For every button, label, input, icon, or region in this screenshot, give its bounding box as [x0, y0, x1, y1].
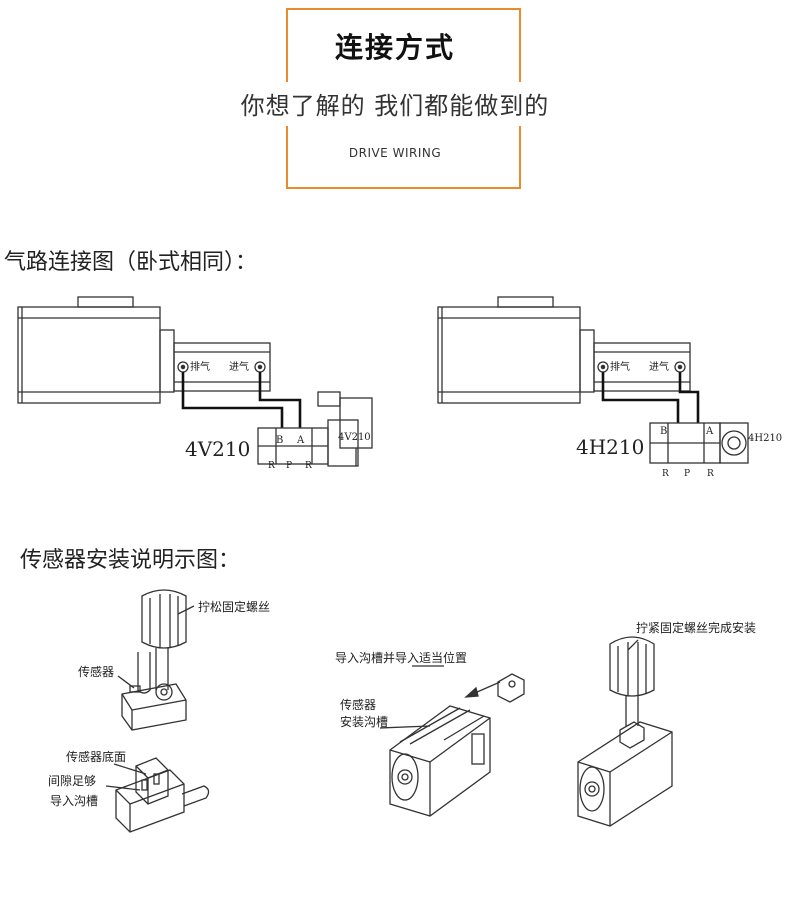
right-air-hose — [601, 372, 700, 423]
header-title: 连接方式 — [334, 31, 455, 64]
label-loosen-screw: 拧松固定螺丝 — [198, 599, 270, 614]
sensor-illustration-tighten — [577, 636, 673, 827]
mount-leader-line — [379, 725, 431, 729]
label-insert-groove: 导入沟槽并导入适当位置 — [335, 650, 467, 665]
left-valve — [257, 391, 373, 467]
right-intake-label: 进气 — [649, 360, 669, 373]
pneumatic-section-title: 气路连接图（卧式相同）： — [4, 250, 258, 275]
left-port-r2: R — [305, 461, 312, 471]
label-gap-enough: 间隙足够 — [48, 774, 96, 788]
left-port-a: A — [296, 435, 305, 446]
header-english-subtitle: DRIVE WIRING — [348, 146, 442, 160]
label-sensor-bottom: 传感器底面 — [66, 749, 126, 764]
tighten-leader-line — [627, 639, 639, 651]
right-exhaust-label: 排气 — [610, 360, 630, 373]
right-port-r1: R — [662, 469, 669, 479]
sensor-illustration-insert — [389, 673, 525, 817]
right-port-b: B — [660, 426, 667, 437]
right-cylinder — [437, 296, 691, 404]
right-port-p: P — [684, 469, 690, 479]
left-cylinder — [17, 296, 271, 404]
right-valve-model: 4H210 — [576, 435, 644, 459]
right-valve-side-label: 4H210 — [748, 433, 782, 444]
right-port-a: A — [705, 426, 714, 437]
left-port-r1: R — [268, 461, 275, 471]
left-intake-label: 进气 — [229, 360, 249, 373]
sensor-leader-line — [117, 675, 135, 689]
gap-leader-line — [105, 785, 141, 791]
left-valve-model: 4V210 — [185, 437, 250, 461]
label-sensor: 传感器 — [78, 664, 114, 679]
label-guide-groove: 导入沟槽 — [50, 794, 98, 808]
sensor-section-title: 传感器安装说明示图： — [20, 548, 241, 573]
sensor-illustration-loosen — [121, 589, 187, 731]
left-port-b: B — [276, 435, 283, 446]
label-tighten-screw: 拧紧固定螺丝完成安装 — [636, 620, 756, 635]
left-valve-side-label: 4V210 — [338, 432, 371, 443]
left-air-hose — [181, 372, 302, 428]
header-subtitle-background — [228, 82, 580, 126]
right-valve — [649, 422, 749, 464]
left-port-p: P — [286, 461, 292, 471]
label-sensor-mount-2: 安装沟槽 — [340, 714, 388, 729]
left-exhaust-label: 排气 — [190, 360, 210, 373]
label-sensor-mount-1: 传感器 — [340, 697, 376, 712]
header-subtitle: 你想了解的 我们都能做到的 — [240, 92, 550, 120]
loosen-leader-line — [177, 605, 195, 615]
sensor-illustration-bottom — [115, 757, 210, 833]
sensor-bottom-leader-line — [113, 763, 147, 775]
right-port-r2: R — [707, 469, 714, 479]
insert-arrow-icon — [464, 686, 479, 698]
